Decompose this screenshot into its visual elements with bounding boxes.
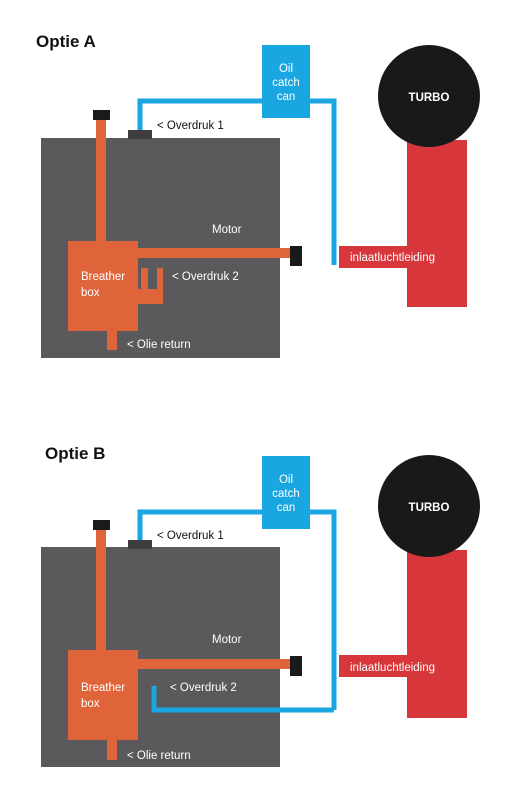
option-b-catch-can-label-1: Oil [279,474,293,486]
option-a-breather-label-1: Breather [81,271,125,283]
option-b-vent-cap [93,520,110,530]
option-a-turbo [378,45,480,147]
option-a-blue-pipe-outlet [310,98,337,265]
option-a-intake-label: inlaatluchtleiding [350,252,435,264]
option-b-catch-can-label-3: can [277,502,296,514]
option-a-overdruk2-bridge [136,289,162,304]
option-b-intake-label-bg [339,655,467,677]
option-a-catch-can [262,45,310,118]
option-b-olie-return-label: < Olie return [127,750,191,762]
option-b-blue-pipe-inlet [137,509,264,542]
option-b-olie-return-tube [107,738,117,760]
option-a-catch-can-label-3: can [277,91,296,103]
option-b-overdruk1-label: < Overdruk 1 [157,530,224,542]
option-b-motor-label: Motor [212,634,242,646]
option-a-intake-connector [290,246,302,266]
option-a-breather-to-intake-tube [136,248,292,258]
option-a-overdruk1-port [128,130,152,139]
option-a-blue-pipe-inlet [137,98,264,132]
option-b-overdruk1-port [128,540,152,549]
option-b-catch-can [262,456,310,529]
option-b-blue-pipe-outlet [310,509,337,710]
option-a-overdruk2-label: < Overdruk 2 [172,271,239,283]
option-a-overdruk2-loop-gap [148,268,157,298]
option-b-breather-vent-tube [96,527,106,653]
option-a-olie-return-tube [107,330,117,350]
option-b-turbo [378,455,480,557]
option-a-breather-vent-tube [96,117,106,243]
option-b-turbo-label: TURBO [409,502,450,514]
option-b: Optie B < Overdruk 1 Motor Breather box [41,444,480,767]
option-b-breather-box [68,650,138,740]
option-b-intake-connector [290,656,302,676]
option-a-intake-label-bg [339,246,467,268]
option-b-breather-label-1: Breather [81,682,125,694]
option-b-intake-tube [407,550,467,718]
option-a-turbo-label: TURBO [409,92,450,104]
option-b-intake-label: inlaatluchtleiding [350,662,435,674]
option-a-olie-return-label: < Olie return [127,339,191,351]
option-a-motor-label: Motor [212,224,242,236]
option-b-blue-pipe-overdruk2 [151,686,334,713]
option-a-breather-label-2: box [81,287,100,299]
option-b-overdruk2-label: < Overdruk 2 [170,682,237,694]
option-a-overdruk1-label: < Overdruk 1 [157,120,224,132]
option-a-catch-can-label-2: catch [272,77,300,89]
option-a-intake-tube [407,140,467,307]
option-a-catch-can-label-1: Oil [279,63,293,75]
option-a-title: Optie A [36,32,96,51]
option-b-breather-to-intake-tube [136,659,292,669]
option-b-title: Optie B [45,444,105,463]
option-b-catch-can-label-2: catch [272,488,300,500]
option-b-breather-label-2: box [81,698,100,710]
option-a-breather-box [68,241,138,331]
option-a-vent-cap [93,110,110,120]
option-a: Optie A < Overdruk 1 Motor Breather [36,32,480,358]
